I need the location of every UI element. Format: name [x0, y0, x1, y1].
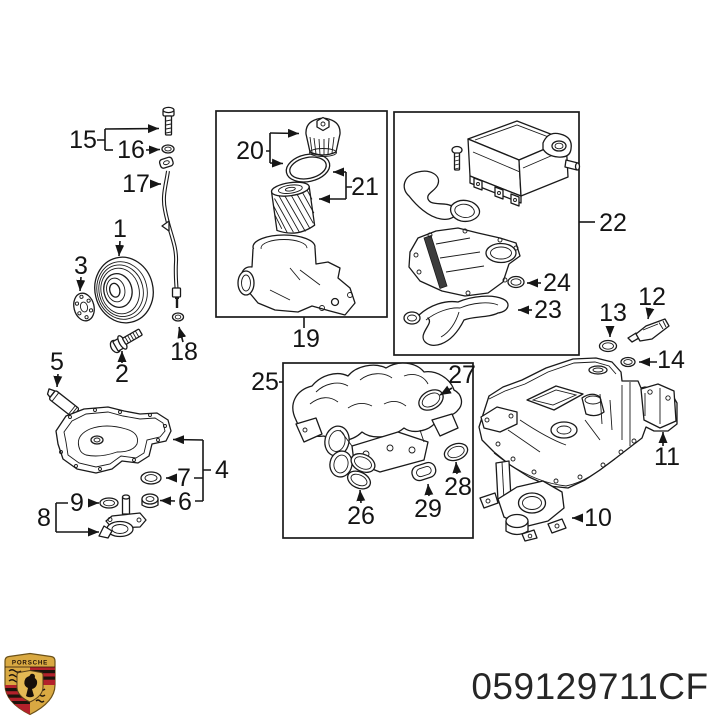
callout-12: 12	[638, 283, 666, 311]
callout-21: 21	[351, 173, 379, 201]
oil-pickup-tube	[98, 494, 147, 539]
callout-11: 11	[654, 443, 680, 471]
oil-cooler-body	[467, 120, 581, 207]
manifold-o-ring	[443, 442, 469, 462]
sealant-tube-small	[627, 318, 670, 343]
callout-26: 26	[347, 502, 375, 530]
upper-oil-pan	[55, 406, 172, 474]
crankshaft-pulley	[94, 256, 154, 324]
callout-28: 28	[444, 473, 472, 501]
callout-27: 27	[448, 361, 476, 389]
crest-brand-text: PORSCHE	[12, 660, 48, 667]
porsche-crest-logo: PORSCHE	[4, 652, 56, 716]
bolt-icon	[162, 106, 175, 136]
o-ring-icon	[598, 339, 618, 353]
callout-6: 6	[178, 488, 192, 516]
manifold-o-rings-pair	[346, 453, 376, 490]
pulley-spacer-disc	[73, 292, 95, 322]
callout-4: 4	[215, 456, 229, 484]
callout-29: 29	[414, 495, 442, 523]
callout-5: 5	[50, 348, 64, 376]
o-ring-icon	[620, 356, 636, 368]
filter-housing-frame	[215, 110, 388, 318]
pickup-o-ring	[99, 497, 119, 509]
oil-filter-cap	[305, 116, 341, 157]
cooler-adapter-plate	[408, 227, 521, 297]
callout-24: 24	[543, 269, 571, 297]
cooler-gasket	[403, 295, 509, 346]
callout-18: 18	[170, 338, 198, 366]
washer-icon	[161, 144, 175, 154]
callout-10: 10	[584, 504, 612, 532]
callout-19: 19	[292, 325, 320, 353]
crest-horse	[24, 673, 38, 698]
callout-7: 7	[177, 464, 191, 492]
callout-23: 23	[534, 296, 562, 324]
intake-manifold	[292, 362, 463, 478]
oil-filter-element	[270, 181, 316, 234]
sealant-tube	[46, 388, 80, 418]
seal-washer	[140, 471, 162, 485]
o-ring-icon	[171, 312, 185, 322]
callout-16: 16	[117, 136, 145, 164]
manifold-seal	[411, 461, 437, 482]
callout-2: 2	[115, 360, 129, 388]
cooler-o-ring	[507, 275, 525, 289]
callout-14: 14	[657, 346, 685, 374]
lower-oil-pan	[478, 357, 678, 489]
part-number: 059129711CF	[471, 666, 709, 707]
callout-9: 9	[70, 489, 84, 517]
callout-20: 20	[236, 137, 264, 165]
oil-filter-housing	[237, 234, 356, 316]
cooler-seal-strip	[403, 170, 481, 223]
oil-cooler-frame	[393, 111, 580, 356]
cooler-bolt	[451, 145, 463, 171]
callout-3: 3	[74, 252, 88, 280]
callout-17: 17	[122, 170, 150, 198]
support-bracket	[479, 460, 567, 542]
callout-22: 22	[599, 209, 627, 237]
callout-13: 13	[599, 299, 627, 327]
pulley-bolt	[109, 328, 143, 354]
cap-o-ring	[285, 153, 331, 183]
intake-manifold-frame	[282, 362, 474, 539]
callout-8: 8	[37, 504, 51, 532]
callout-15: 15	[69, 126, 97, 154]
callout-1: 1	[113, 215, 127, 243]
dipstick-tube	[158, 156, 182, 308]
drain-plug	[141, 493, 159, 509]
leader-lines	[53, 124, 668, 537]
callout-25: 25	[251, 368, 279, 396]
